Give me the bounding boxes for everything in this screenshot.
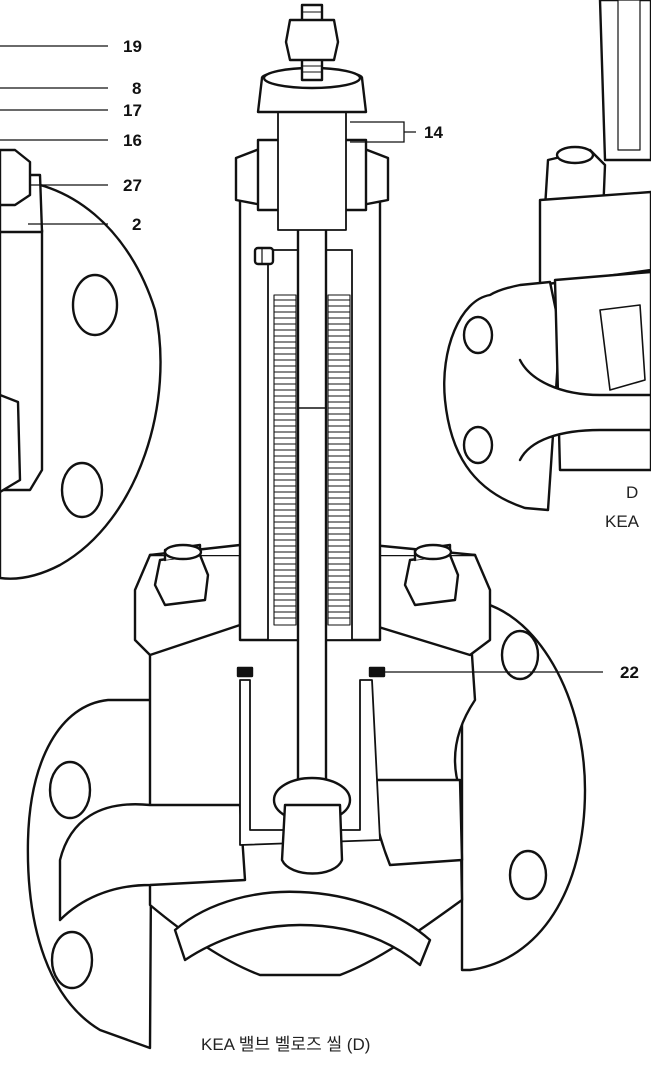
main-lower-passage (173, 890, 432, 967)
left-port (0, 393, 22, 494)
bonnet-bolt-right (403, 543, 460, 607)
main-right-bolt-hole-1 (500, 629, 540, 681)
leader-lines (0, 45, 603, 673)
main-left-bolt-hole-2 (50, 930, 94, 990)
stem-thread-lines (301, 11, 323, 73)
bellows (273, 294, 351, 626)
right-bonnet-nut-top (555, 145, 595, 165)
label-27: 27 (123, 176, 142, 195)
label-17: 17 (123, 101, 142, 120)
label-19: 19 (123, 37, 142, 56)
right-bonnet (538, 190, 651, 287)
right-valve-partial (443, 0, 651, 512)
main-left-bolt-hole-1 (48, 760, 92, 820)
label-14: 14 (424, 123, 443, 142)
left-bolt-hole-1 (71, 273, 119, 337)
bonnet-bolt-left (153, 543, 210, 607)
left-valve-partial (0, 148, 162, 580)
leader-14 (350, 121, 416, 143)
right-bolt-hole-2 (462, 425, 494, 465)
label-16: 16 (123, 131, 142, 150)
threaded-bushing (277, 94, 347, 231)
left-bolt-hole-2 (60, 461, 104, 519)
label-22: 22 (620, 663, 639, 682)
right-caption-line2: KEA (605, 512, 640, 531)
main-right-bolt-hole-2 (508, 849, 548, 901)
label-2: 2 (132, 215, 141, 234)
valve-plug (280, 803, 344, 875)
main-caption: KEA 밸브 벨로즈 씰 (D) (201, 1035, 370, 1054)
main-right-flange (460, 598, 587, 972)
right-inner-cavity (599, 304, 646, 391)
lock-pin (253, 246, 275, 266)
right-bellows (617, 0, 641, 151)
label-8: 8 (132, 79, 141, 98)
right-port (518, 358, 651, 462)
stem-top-nut (284, 18, 340, 62)
right-caption-line1: D (626, 483, 638, 502)
bonnet-seal-left (236, 666, 254, 678)
right-bolt-hole-1 (462, 315, 494, 355)
left-nut (0, 148, 32, 207)
